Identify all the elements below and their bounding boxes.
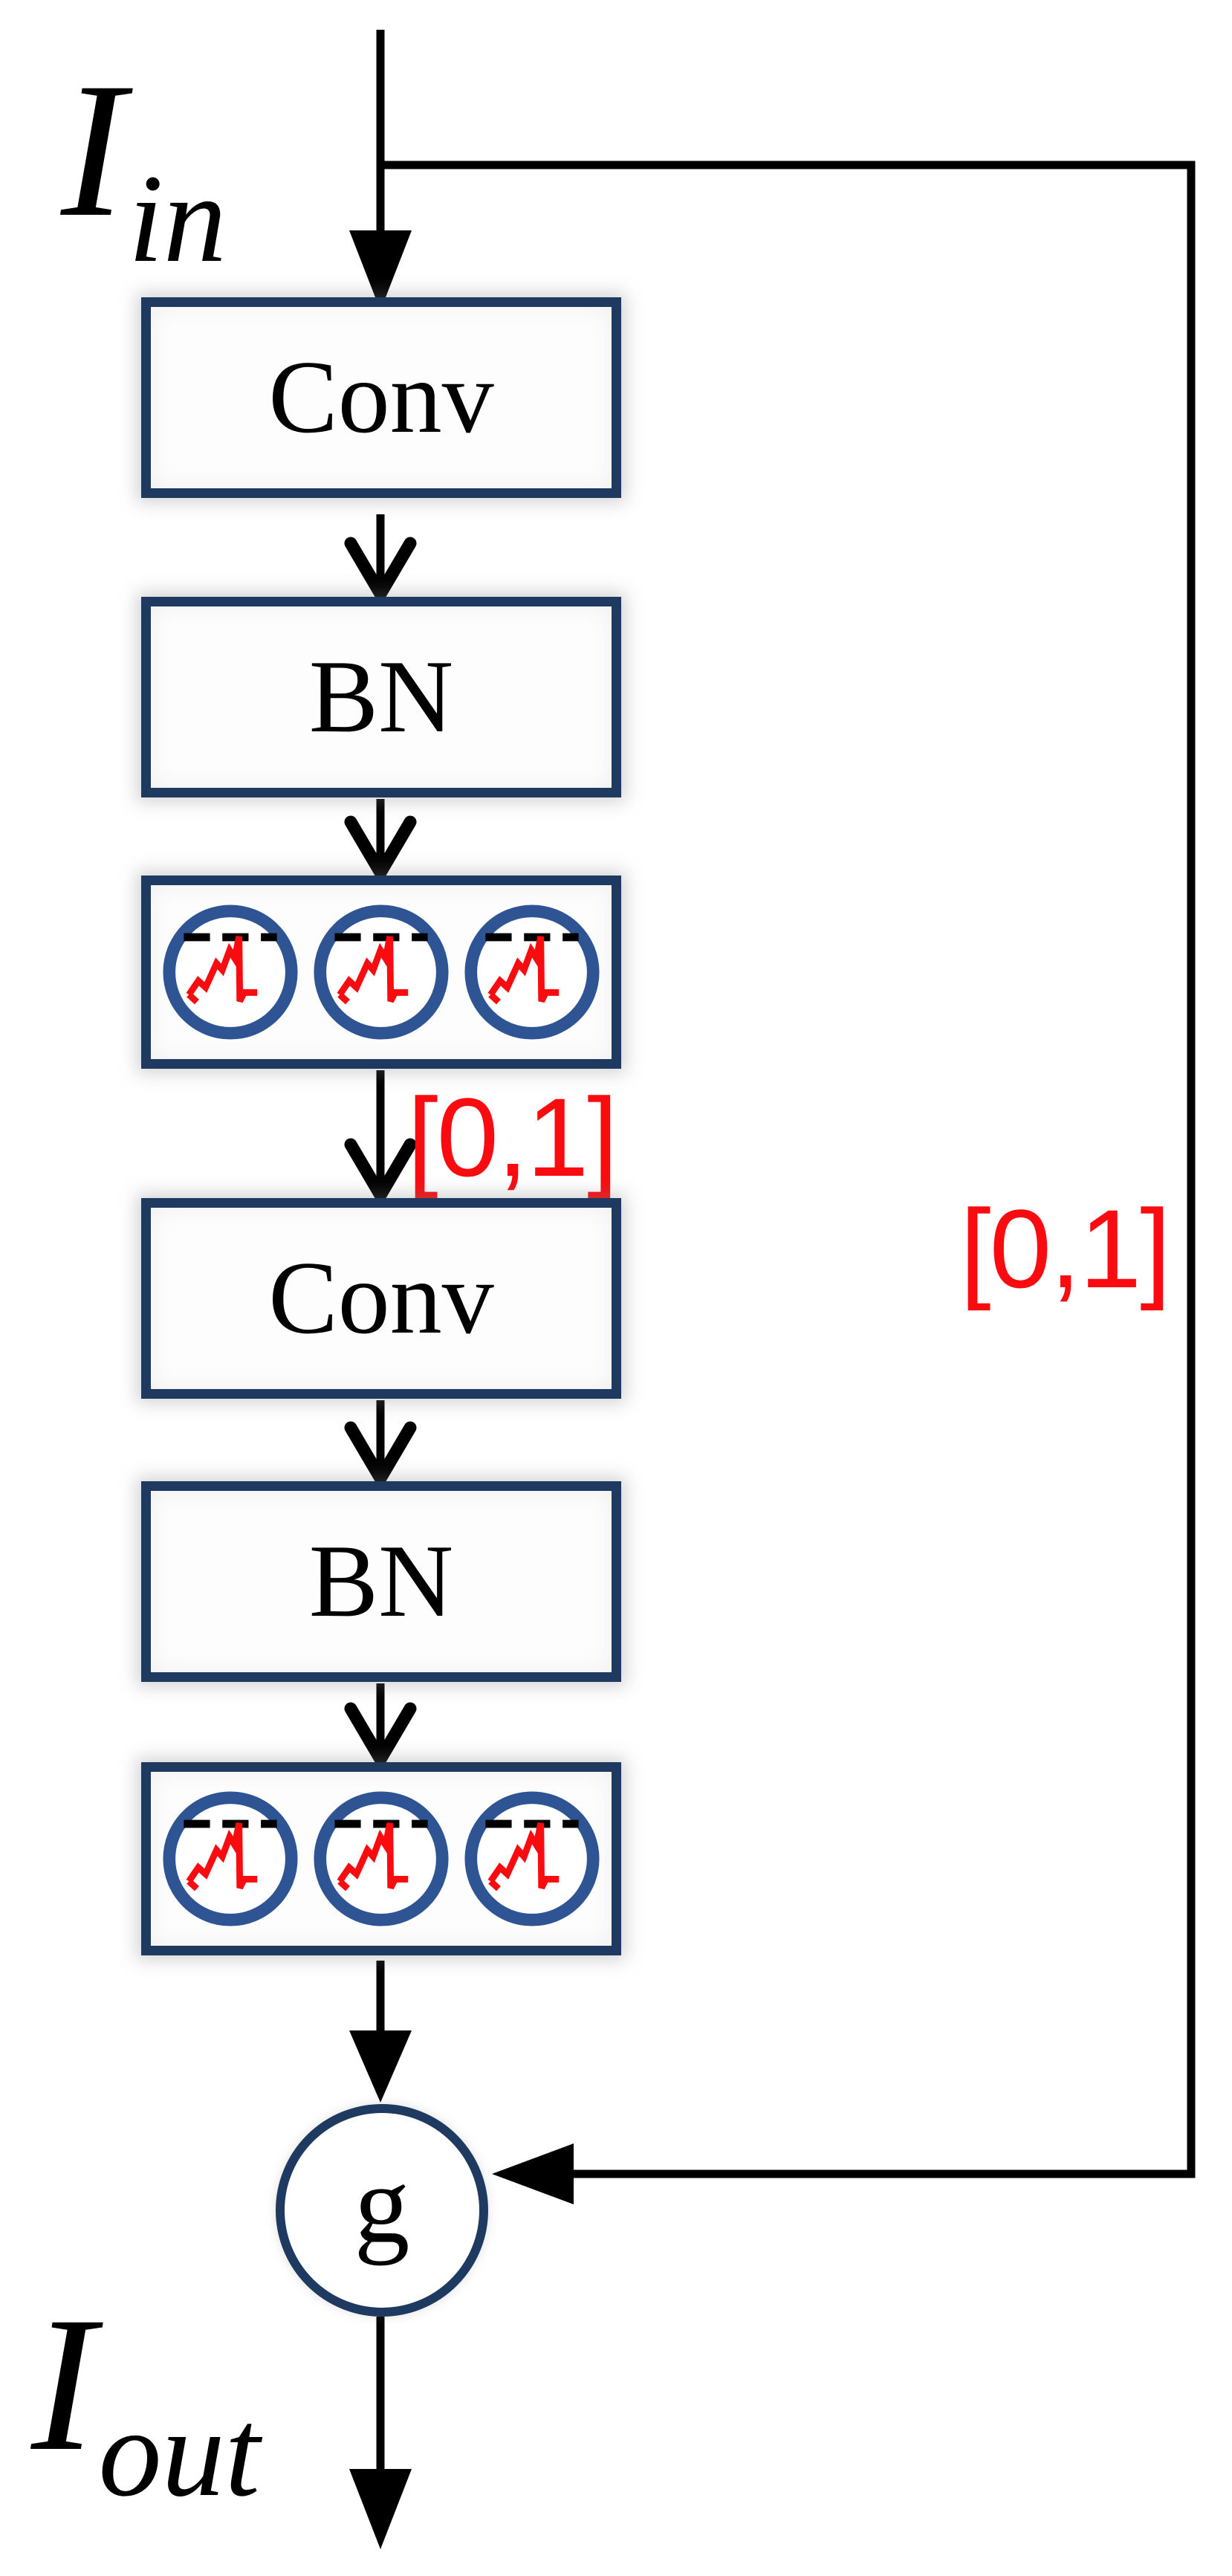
arrow-bn1-to-sn1 xyxy=(344,799,417,879)
conv2-block: Conv xyxy=(141,1198,621,1399)
range-label-inner: [0,1] xyxy=(407,1075,618,1200)
output-label: Iout xyxy=(31,2288,260,2516)
range-label-skip: [0,1] xyxy=(960,1186,1171,1311)
input-symbol: I xyxy=(61,43,126,257)
input-subscript: in xyxy=(128,149,227,288)
spiking-neuron-icon xyxy=(163,904,298,1040)
skip-connection-line xyxy=(380,161,1196,2204)
conv2-label: Conv xyxy=(268,1240,494,1356)
spiking-neuron-icon xyxy=(464,904,600,1040)
conv1-block: Conv xyxy=(141,297,621,498)
arrow-sn2-to-gate xyxy=(349,1961,412,2103)
arrow-bn2-to-sn2 xyxy=(344,1683,417,1766)
gate-node: g xyxy=(276,2104,488,2317)
input-arrow xyxy=(349,30,412,311)
bn1-label: BN xyxy=(308,639,454,754)
output-symbol: I xyxy=(31,2277,96,2491)
sn1-block xyxy=(141,876,621,1069)
bn1-block: BN xyxy=(141,597,621,797)
spiking-neuron-icon xyxy=(314,1791,449,1926)
spiking-neuron-icon xyxy=(163,1791,298,1926)
arrow-conv1-to-bn1 xyxy=(344,514,417,601)
output-arrow xyxy=(349,2317,412,2549)
spiking-neuron-icon xyxy=(464,1791,600,1926)
conv1-label: Conv xyxy=(268,340,494,455)
sn2-block xyxy=(141,1762,621,1955)
arrow-conv2-to-bn2 xyxy=(344,1400,417,1485)
arrow-sn1-to-conv2 xyxy=(344,1070,417,1202)
output-subscript: out xyxy=(98,2383,260,2522)
bn2-label: BN xyxy=(308,1524,454,1639)
gate-label: g xyxy=(354,2143,410,2266)
input-label: Iin xyxy=(61,54,227,282)
bn2-block: BN xyxy=(141,1481,621,1682)
spiking-neuron-icon xyxy=(314,904,449,1040)
